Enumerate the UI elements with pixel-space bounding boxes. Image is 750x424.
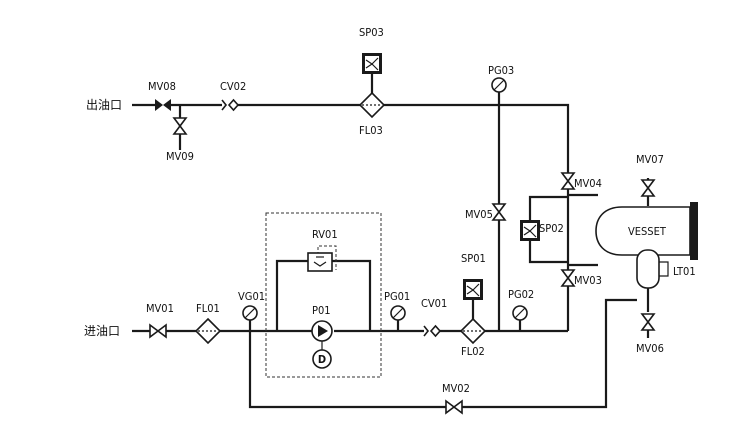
tag-p01: P01 bbox=[312, 304, 331, 317]
tag-pg01: PG01 bbox=[384, 290, 410, 303]
cv02-check-valve-icon[interactable] bbox=[221, 98, 240, 112]
mv09-valve-icon[interactable] bbox=[172, 117, 188, 135]
inlet-label: 进油口 bbox=[84, 324, 120, 338]
pump-motor-icon: D bbox=[312, 349, 332, 369]
tag-mv07: MV07 bbox=[636, 153, 664, 166]
tag-fl01: FL01 bbox=[196, 302, 220, 315]
p01-pump-icon[interactable] bbox=[311, 320, 333, 342]
lt01-level-transmitter-icon bbox=[636, 249, 669, 289]
fl02-filter-icon[interactable] bbox=[459, 317, 487, 345]
mv02-valve-icon[interactable] bbox=[445, 399, 463, 415]
sp03-pressure-switch-icon[interactable] bbox=[362, 53, 382, 74]
fl03-filter-icon[interactable] bbox=[358, 91, 386, 119]
tag-fl02: FL02 bbox=[461, 345, 485, 358]
mv03-valve-icon[interactable] bbox=[560, 269, 576, 287]
mv04-valve-icon[interactable] bbox=[560, 172, 576, 190]
mv05-valve-icon[interactable] bbox=[491, 203, 507, 221]
pump-skid-boundary bbox=[265, 212, 382, 378]
vg01-gauge-icon bbox=[242, 305, 258, 321]
fl01-filter-icon[interactable] bbox=[194, 317, 222, 345]
tag-mv03: MV03 bbox=[574, 274, 602, 287]
labels: 出油口 进油口 MV08 MV09 CV02 SP03 FL03 PG03 MV… bbox=[84, 26, 696, 395]
tag-pg02: PG02 bbox=[508, 288, 534, 301]
tag-sp02: SP02 bbox=[539, 222, 564, 235]
tag-rv01: RV01 bbox=[312, 228, 338, 241]
pg01-gauge-icon bbox=[390, 305, 406, 321]
sp02-pressure-switch-icon[interactable] bbox=[520, 220, 540, 241]
tag-fl03: FL03 bbox=[359, 124, 383, 137]
sp01-pressure-switch-icon[interactable] bbox=[463, 279, 483, 300]
cv01-check-valve-icon[interactable] bbox=[423, 324, 442, 338]
tag-pg03: PG03 bbox=[488, 64, 514, 77]
tag-vesset: VESSET bbox=[628, 225, 667, 238]
tag-sp03: SP03 bbox=[359, 26, 384, 39]
mv08-valve-icon[interactable] bbox=[155, 99, 171, 111]
mv01-valve-icon[interactable] bbox=[149, 323, 167, 339]
tag-mv08: MV08 bbox=[148, 80, 176, 93]
tag-mv06: MV06 bbox=[636, 342, 664, 355]
tag-vg01: VG01 bbox=[238, 290, 265, 303]
tag-lt01: LT01 bbox=[673, 265, 696, 278]
tag-mv05: MV05 bbox=[465, 208, 493, 221]
tag-cv01: CV01 bbox=[421, 297, 447, 310]
outlet-label: 出油口 bbox=[86, 98, 122, 112]
piping bbox=[132, 74, 650, 409]
tag-mv04: MV04 bbox=[574, 177, 602, 190]
tag-mv09: MV09 bbox=[166, 150, 194, 163]
motor-label: D bbox=[318, 353, 326, 366]
pg03-gauge-icon bbox=[491, 77, 507, 93]
tag-cv02: CV02 bbox=[220, 80, 246, 93]
mv07-valve-icon[interactable] bbox=[640, 179, 656, 197]
mv06-valve-icon[interactable] bbox=[640, 313, 656, 331]
vesset-tank-icon bbox=[595, 202, 698, 260]
tag-mv01: MV01 bbox=[146, 302, 174, 315]
rv01-relief-valve-icon[interactable] bbox=[307, 252, 333, 272]
pg02-gauge-icon bbox=[512, 305, 528, 321]
tag-mv02: MV02 bbox=[442, 382, 470, 395]
tag-sp01: SP01 bbox=[461, 252, 486, 265]
